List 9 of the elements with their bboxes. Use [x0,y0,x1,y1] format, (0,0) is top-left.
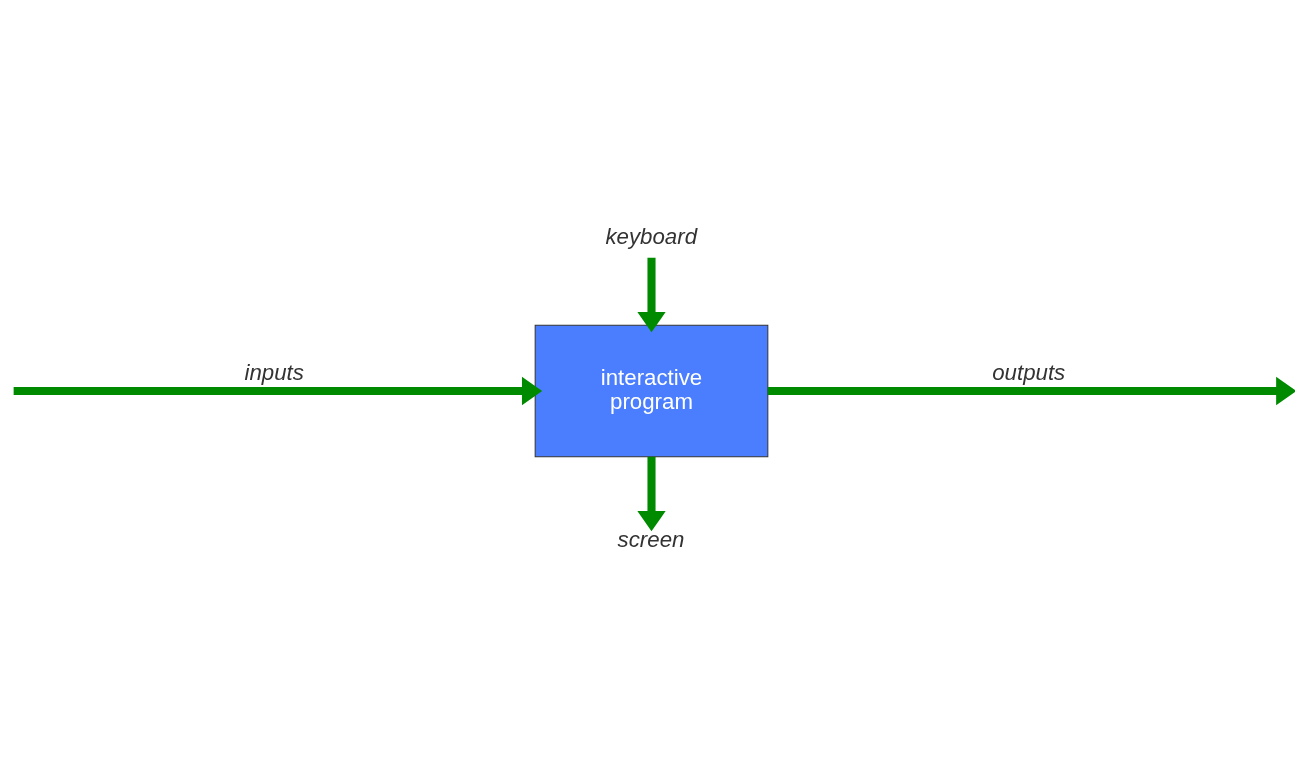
arrow [767,376,1295,406]
node-box: interactive program [534,324,769,458]
arrow [13,376,543,406]
arrow [637,456,666,532]
node-text: screen [617,527,685,553]
node-text: keyboard [605,223,698,249]
arrow [637,257,666,333]
edge-label: inputs [244,360,304,386]
edge-label: outputs [992,360,1066,386]
